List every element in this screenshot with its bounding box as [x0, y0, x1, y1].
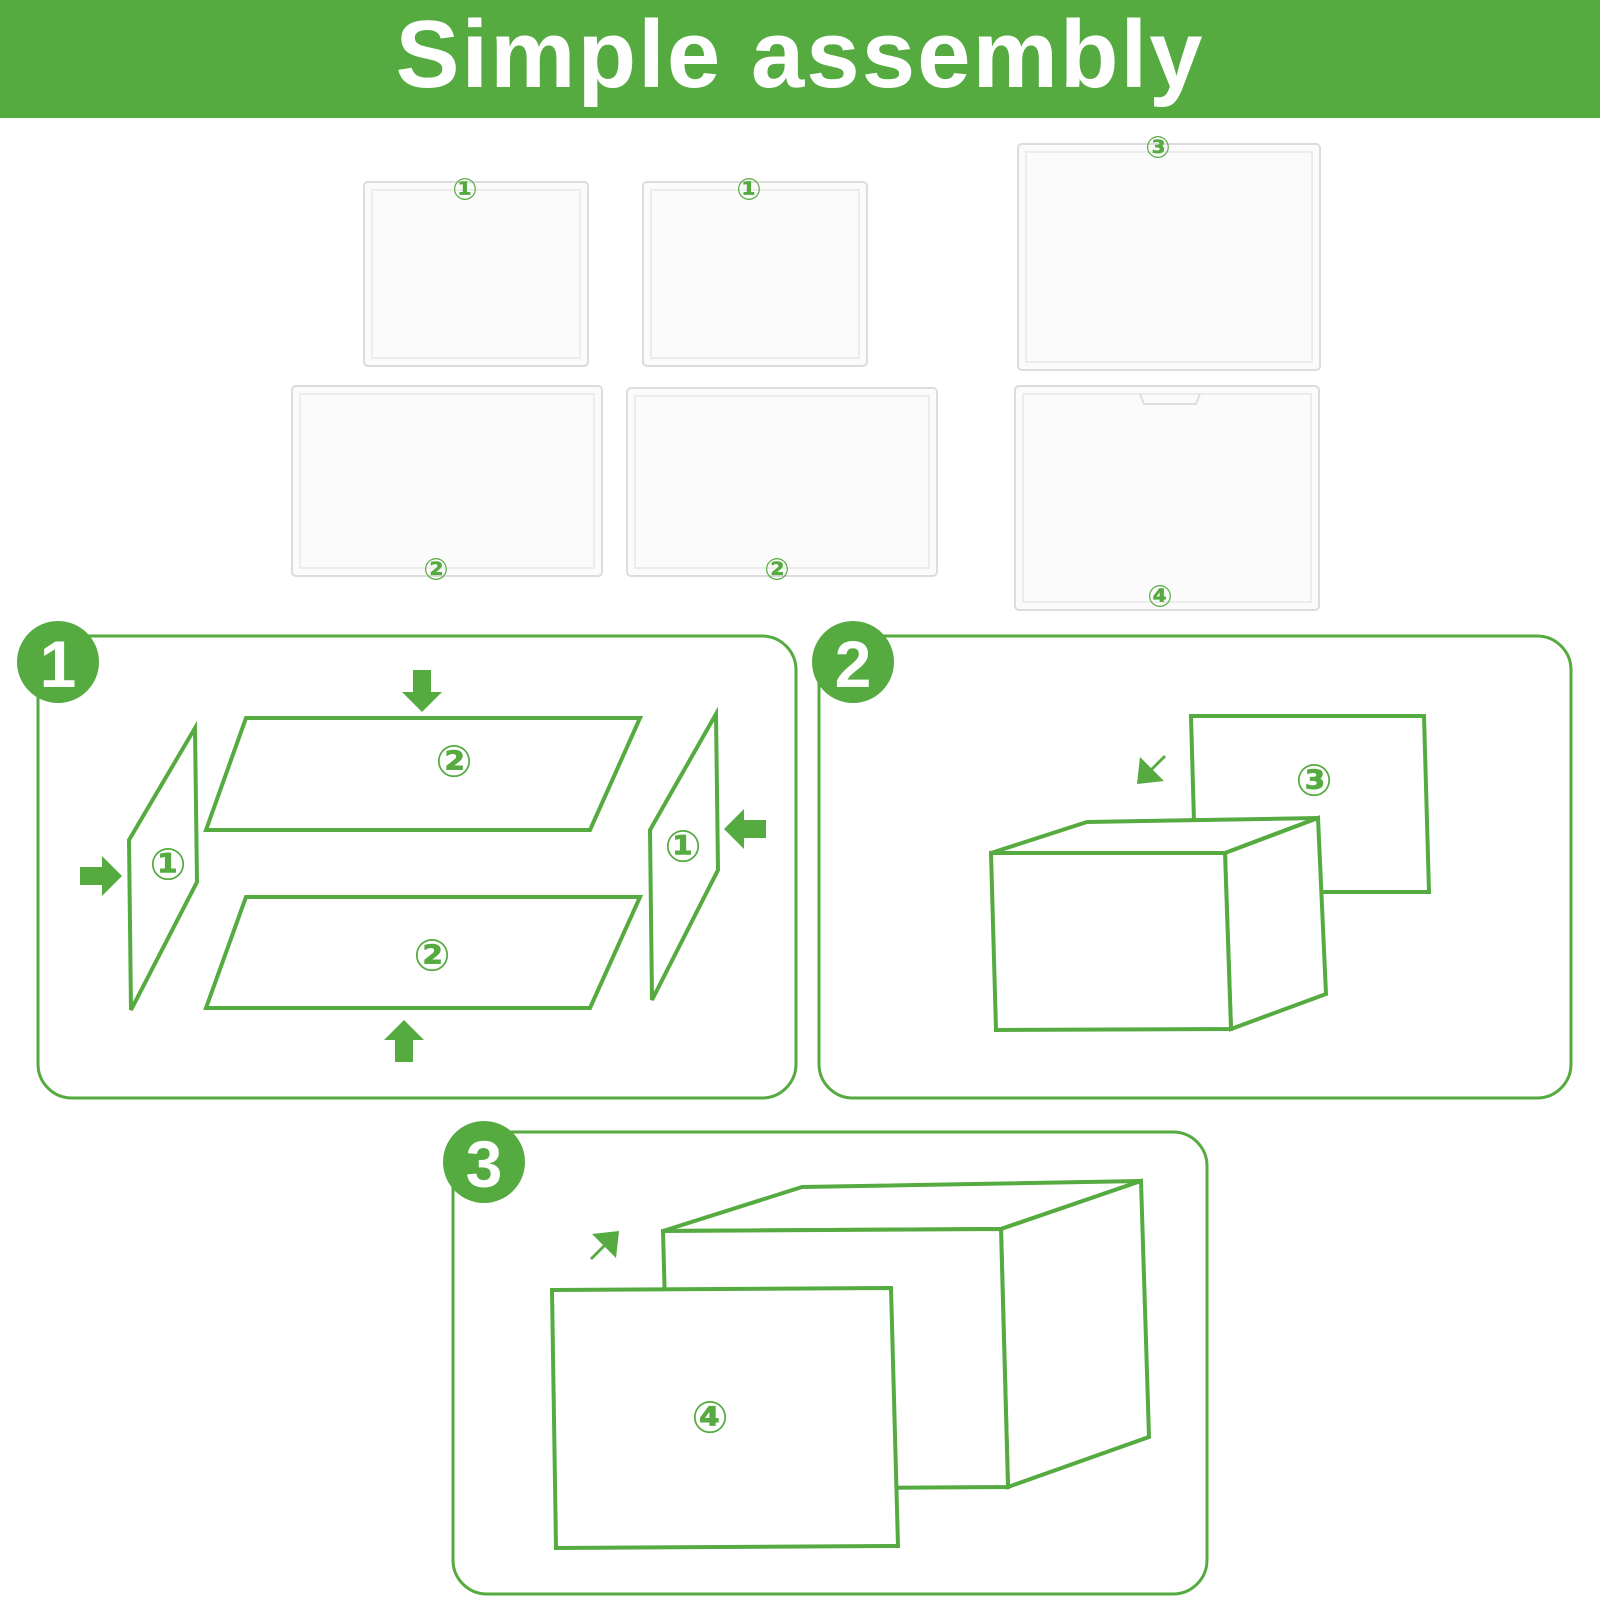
step-2-frame: [817, 634, 1573, 1100]
step-2-panel: 2 ③: [812, 621, 1573, 1100]
part-label-3: ③: [1145, 131, 1170, 166]
step-2-badge: [812, 621, 894, 703]
parts-photo: ① ① ③ ② ② ④: [291, 131, 1321, 615]
step-3-frame: [451, 1130, 1209, 1596]
page-title: Simple assembly: [395, 1, 1205, 108]
step-1-left-plate: [126, 720, 200, 1011]
part-label-2b: ②: [764, 553, 789, 588]
step-1-top-plate-label: ②: [435, 737, 472, 788]
arrow-down-icon: [402, 670, 442, 712]
step-2-number: 2: [835, 627, 872, 701]
arrow-up-right-icon: [590, 1231, 619, 1260]
step-3-panel: 3 ④: [443, 1121, 1209, 1596]
step-2-back-plate-label: ③: [1295, 756, 1332, 807]
part-panel-1a: ①: [363, 173, 589, 367]
step-3-badge: [443, 1121, 525, 1203]
step-2-box-side: [1222, 815, 1329, 1032]
step-3-box-side: [998, 1178, 1152, 1490]
title-banner: Simple assembly: [0, 0, 1600, 118]
part-panel-2b: ②: [626, 387, 938, 588]
part-panel-2a: ②: [291, 385, 603, 588]
step-1-right-plate-label: ①: [664, 822, 701, 873]
part-label-2a: ②: [423, 553, 448, 588]
arrow-right-icon: [80, 856, 122, 896]
arrow-down-left-icon: [1137, 755, 1166, 784]
step-1-frame: [36, 634, 798, 1100]
step-1-right-plate: [647, 706, 721, 1001]
step-3-front-plate-label: ④: [691, 1393, 728, 1444]
step-1-top-plate: [203, 716, 644, 832]
step-1-number: 1: [40, 627, 77, 701]
step-3-number: 3: [466, 1127, 503, 1201]
step-3-front-plate: [549, 1285, 901, 1551]
arrow-up-icon: [384, 1020, 424, 1062]
arrow-left-icon: [724, 809, 766, 849]
part-panel-4: ④: [1014, 385, 1320, 615]
step-1-bottom-plate: [203, 895, 644, 1010]
part-label-1b: ①: [736, 173, 761, 208]
part-panel-1b: ①: [642, 173, 868, 367]
step-1-panel: 1 ② ② ① ①: [17, 621, 798, 1100]
step-1-left-plate-label: ①: [149, 840, 186, 891]
part-label-1a: ①: [452, 173, 477, 208]
step-1-bottom-plate-label: ②: [413, 931, 450, 982]
part-label-4: ④: [1147, 580, 1172, 615]
part-panel-3: ③: [1017, 131, 1321, 371]
step-2-box-front: [988, 851, 1234, 1033]
step-1-badge: [17, 621, 99, 703]
